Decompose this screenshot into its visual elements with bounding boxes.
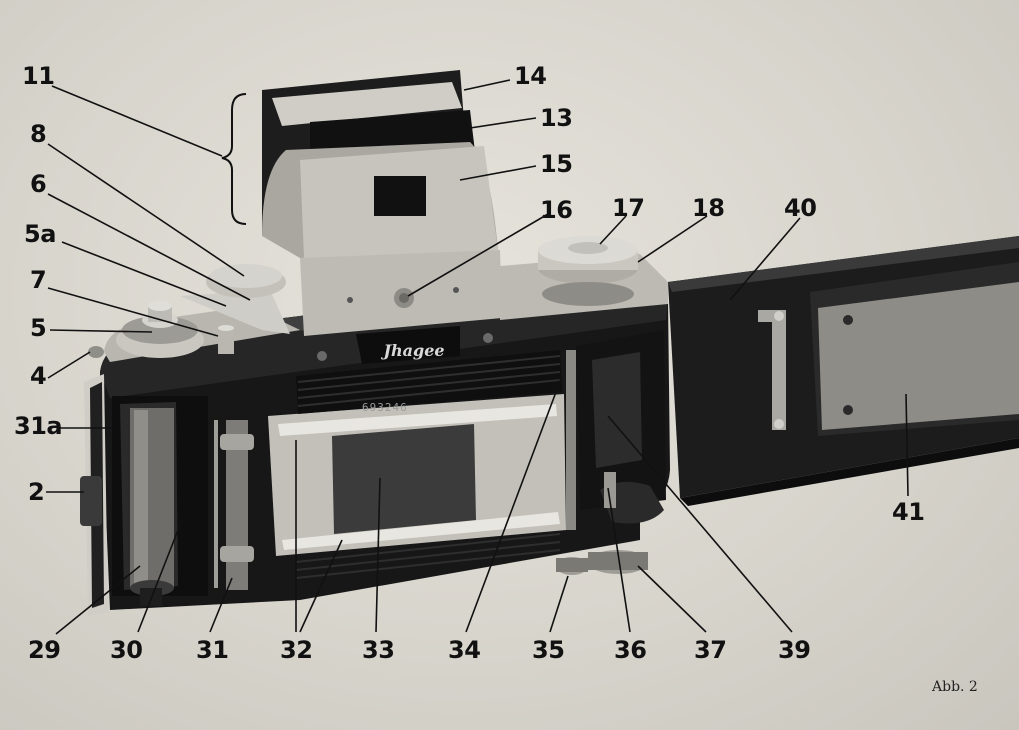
callout-13: 13 bbox=[540, 104, 573, 132]
callout-15: 15 bbox=[540, 150, 573, 178]
callout-30: 30 bbox=[110, 636, 143, 664]
callout-33: 33 bbox=[362, 636, 395, 664]
callout-31a: 31a bbox=[14, 412, 63, 440]
callout-2: 2 bbox=[28, 478, 45, 506]
callout-32: 32 bbox=[280, 636, 313, 664]
callout-35: 35 bbox=[532, 636, 565, 664]
callout-8: 8 bbox=[30, 120, 47, 148]
brand-plate: Jhagee bbox=[383, 341, 445, 360]
callout-39: 39 bbox=[778, 636, 811, 664]
bracket-11 bbox=[221, 93, 247, 225]
callout-36: 36 bbox=[614, 636, 647, 664]
back-door bbox=[668, 236, 1019, 506]
callout-31: 31 bbox=[196, 636, 229, 664]
callout-7: 7 bbox=[30, 266, 47, 294]
pressure-plate bbox=[818, 282, 1019, 430]
shutter-window bbox=[332, 424, 476, 534]
callout-5a: 5a bbox=[24, 220, 56, 248]
callout-18: 18 bbox=[692, 194, 725, 222]
callout-37: 37 bbox=[694, 636, 727, 664]
finder-hood bbox=[262, 70, 502, 364]
figure-caption: Abb. 2 bbox=[932, 679, 978, 695]
callout-5: 5 bbox=[30, 314, 47, 342]
callout-14: 14 bbox=[514, 62, 547, 90]
top-controls bbox=[88, 236, 668, 362]
callout-4: 4 bbox=[30, 362, 47, 390]
callout-17: 17 bbox=[612, 194, 645, 222]
callout-16: 16 bbox=[540, 196, 573, 224]
serial-plate: 693246 bbox=[362, 401, 408, 414]
callout-34: 34 bbox=[448, 636, 481, 664]
leader-lines bbox=[46, 79, 909, 635]
callout-29: 29 bbox=[28, 636, 61, 664]
callout-41: 41 bbox=[892, 498, 925, 526]
callout-40: 40 bbox=[784, 194, 817, 222]
callout-6: 6 bbox=[30, 170, 47, 198]
magnifier-window bbox=[374, 176, 426, 216]
callout-11: 11 bbox=[22, 62, 55, 90]
